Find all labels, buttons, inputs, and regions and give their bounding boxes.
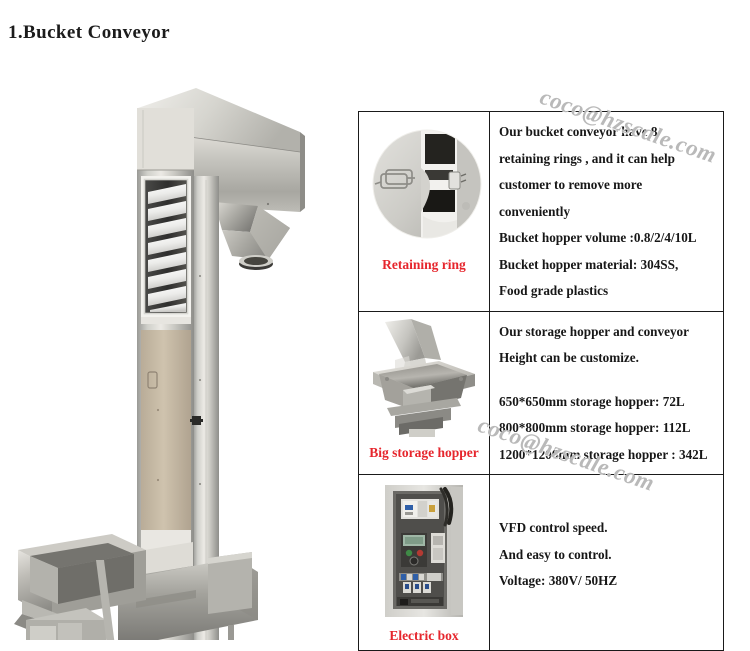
spec-text-cell-retaining-ring: Our bucket conveyor have 8 retaining rin…	[489, 111, 724, 312]
spec-line: VFD control speed.	[499, 520, 608, 535]
spec-line: 800*800mm storage hopper: 112L	[499, 420, 691, 435]
spec-image-cell-storage-hopper: Big storage hopper	[358, 310, 490, 475]
spec-line: 650*650mm storage hopper: 72L	[499, 393, 685, 409]
spec-caption-storage-hopper: Big storage hopper	[369, 444, 479, 460]
spacer	[499, 372, 717, 389]
bucket-row	[148, 184, 186, 312]
retaining-ring-photo	[365, 116, 483, 256]
product-photo	[0, 80, 350, 640]
spec-caption-retaining-ring: Retaining ring	[382, 257, 466, 272]
spec-line: conveniently	[499, 203, 571, 219]
spec-image-cell-electric-box: Electric box	[358, 474, 490, 651]
table-row: Big storage hopper Our storage hopper an…	[358, 310, 724, 475]
spec-line: Bucket hopper volume :0.8/2/4/10L	[499, 230, 697, 245]
table-row: Electric box VFD control speed. And easy…	[358, 474, 724, 651]
spec-line: 1200*1200mm storage hopper : 342L	[499, 446, 708, 462]
spec-text-cell-electric-box: VFD control speed. And easy to control. …	[489, 474, 724, 651]
spec-caption-electric-box: Electric box	[389, 628, 459, 643]
table-row: Retaining ring Our bucket conveyor have …	[358, 111, 724, 312]
spec-line: Bucket hopper material: 304SS,	[499, 256, 679, 272]
spec-line: Voltage: 380V/ 50HZ	[499, 573, 618, 588]
page-title: 1.Bucket Conveyor	[8, 22, 170, 43]
spec-table: Retaining ring Our bucket conveyor have …	[358, 111, 724, 651]
spec-text-cell-storage-hopper: Our storage hopper and conveyor Height c…	[489, 310, 724, 475]
spec-image-cell-retaining-ring: Retaining ring	[358, 111, 490, 312]
spec-line: retaining rings , and it can help	[499, 150, 675, 166]
electric-box-photo	[365, 479, 483, 627]
spec-line: Our bucket conveyor have 8	[499, 124, 658, 139]
spec-line: And easy to control.	[499, 546, 612, 562]
bucket-conveyor-illustration	[14, 88, 305, 640]
spec-line: Height can be customize.	[499, 350, 639, 365]
spec-line: customer to remove more	[499, 177, 643, 192]
machine-feet	[228, 625, 234, 640]
spec-line: Our storage hopper and conveyor	[499, 323, 690, 339]
big-storage-hopper-photo	[365, 315, 483, 444]
spec-line: Food grade plastics	[499, 283, 609, 298]
